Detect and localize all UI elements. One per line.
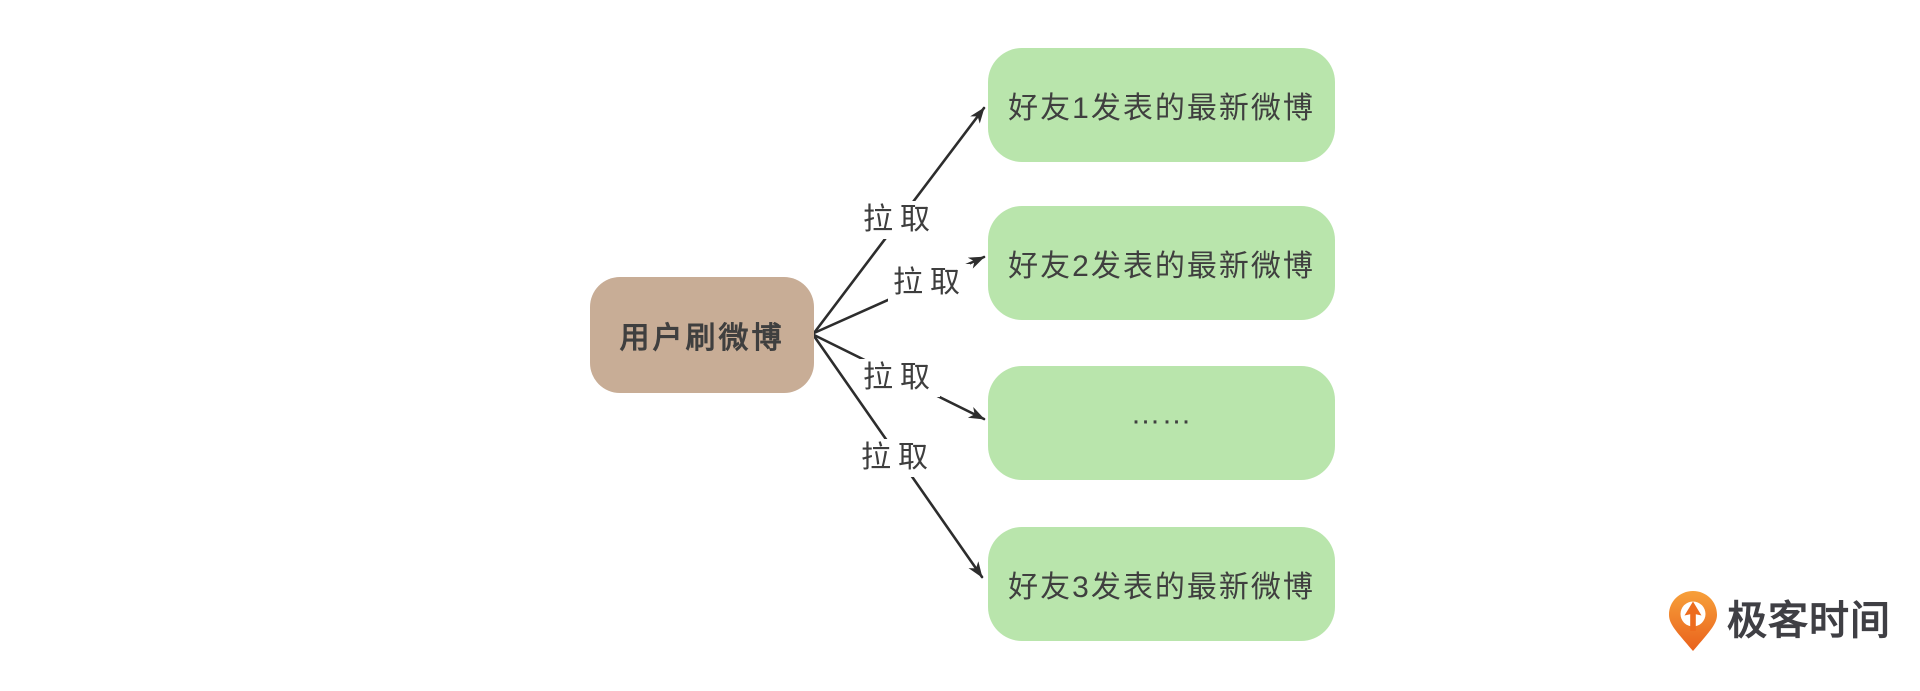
edge-label-pull-2: 拉取 xyxy=(888,264,970,302)
node-user-browse-weibo-label: 用户刷微博 xyxy=(619,322,785,355)
node-user-browse-weibo: 用户刷微博 xyxy=(590,277,814,393)
geektime-logo-text: 极客时间 xyxy=(1727,599,1891,643)
node-ellipsis-label: …… xyxy=(1130,397,1193,431)
node-friend3-latest-weibo: 好友3发表的最新微博 xyxy=(988,527,1335,641)
edge-label-pull-3: 拉取 xyxy=(858,359,940,397)
node-friend3-latest-weibo-label: 好友3发表的最新微博 xyxy=(1008,571,1315,604)
node-friend2-latest-weibo: 好友2发表的最新微博 xyxy=(988,206,1335,320)
node-friend2-latest-weibo-label: 好友2发表的最新微博 xyxy=(1008,250,1315,283)
node-friend1-latest-weibo: 好友1发表的最新微博 xyxy=(988,48,1335,162)
geektime-logo: 极客时间 xyxy=(1668,590,1891,652)
node-ellipsis: …… xyxy=(988,366,1335,480)
geektime-pin-icon xyxy=(1669,591,1717,651)
edge-label-pull-4: 拉取 xyxy=(856,439,938,477)
node-friend1-latest-weibo-label: 好友1发表的最新微博 xyxy=(1008,92,1315,125)
edge-label-pull-1: 拉取 xyxy=(858,201,940,239)
